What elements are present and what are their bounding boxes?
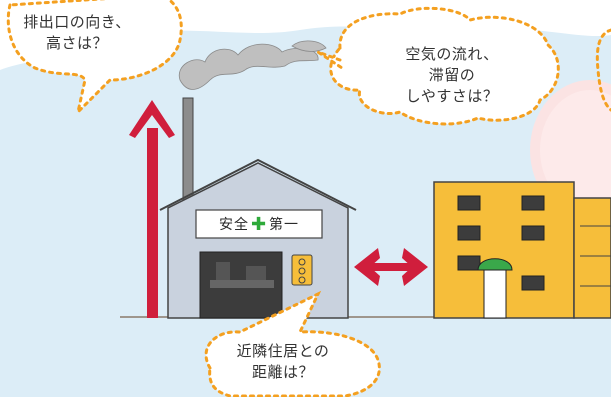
- bubble-partial-right: [595, 28, 611, 112]
- distance-question-line1: 近隣住居との: [236, 342, 330, 360]
- green-cross-icon: ✚: [250, 213, 268, 235]
- height-arrow: [129, 100, 175, 318]
- bubble-exhaust: [6, 0, 183, 117]
- sign-text-right: 第一: [269, 217, 300, 233]
- bubble-distance: [204, 290, 381, 397]
- bubble-air: [317, 6, 560, 126]
- air-question-line1: 空気の流れ、: [405, 45, 499, 63]
- exhaust-question-text: 排出口の向き、 高さは？: [12, 12, 142, 54]
- distance-question-line2: 距離は？: [251, 363, 314, 381]
- factory: [159, 158, 357, 319]
- distance-arrow: [354, 248, 428, 286]
- smoke: [178, 40, 327, 90]
- distance-question-text: 近隣住居との 距離は？: [208, 341, 358, 383]
- apartment-building: [433, 181, 611, 319]
- air-question-text: 空気の流れ、 滞留の しやすさは？: [382, 44, 522, 107]
- exhaust-question-line1: 排出口の向き、: [23, 13, 131, 31]
- air-question-line2: 滞留の: [428, 66, 476, 84]
- air-question-line3: しやすさは？: [405, 87, 499, 105]
- exhaust-question-line2: 高さは？: [45, 34, 108, 52]
- sign-text-left: 安全: [218, 217, 249, 233]
- factory-safety-sign: 安全 ✚ 第一: [198, 212, 320, 236]
